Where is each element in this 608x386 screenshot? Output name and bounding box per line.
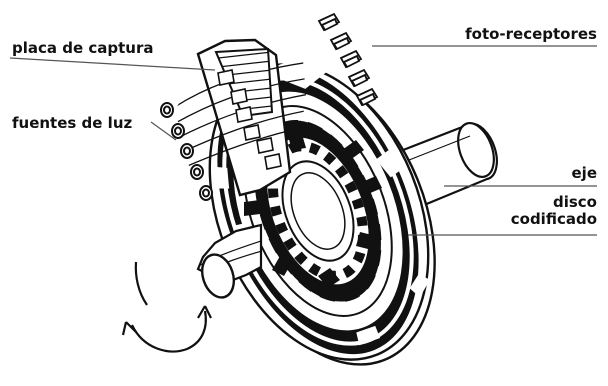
label-capture-plate: placa de captura: [12, 39, 154, 57]
label-light-sources: fuentes de luz: [12, 114, 133, 132]
label-axis: eje: [572, 164, 598, 182]
label-disk-line1: disco: [553, 193, 597, 211]
rotation-arrow-icon: [136, 262, 147, 305]
rotation-arrowhead-icon: [123, 322, 136, 335]
label-disk-line2: codificado: [511, 210, 597, 228]
rotation-arrow-icon: [132, 311, 206, 351]
label-photoreceptors: foto-receptores: [465, 25, 597, 43]
